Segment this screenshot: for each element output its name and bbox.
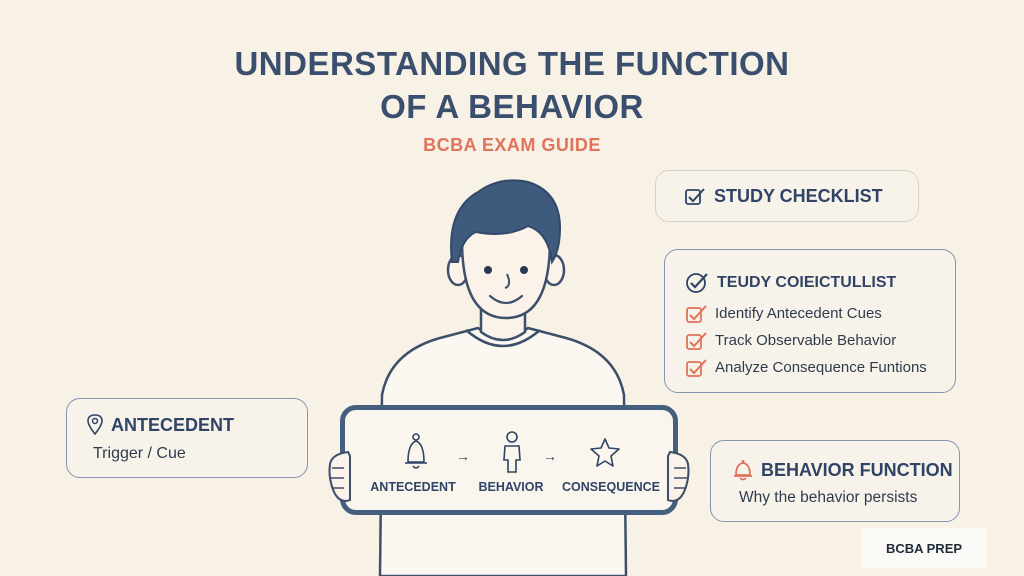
bcba-prep-badge: BCBA PREP [862, 528, 986, 568]
checklist-heading: TEUDY COIEICTULLIST [685, 272, 896, 294]
arrow-icon: → [456, 448, 470, 464]
right-hand [667, 450, 690, 502]
checklist-item-label: Analyze Consequence Funtions [715, 359, 927, 376]
sign-step-behavior: BEHAVIOR [478, 480, 544, 494]
page-title-line-2: OF A BEHAVIOR [380, 88, 644, 125]
antecedent-card: ANTECEDENT Trigger / Cue [66, 398, 308, 478]
checklist-items: Identify Antecedent Cues Track Observabl… [685, 300, 927, 381]
page-title-line-1: UNDERSTANDING THE FUNCTION [234, 45, 790, 82]
bell-icon [734, 460, 752, 481]
page-subtitle: BCBA EXAM GUIDE [423, 135, 601, 155]
behavior-function-text: Why the behavior persists [739, 489, 918, 506]
checklist-item: Identify Antecedent Cues [685, 300, 927, 327]
checklist-item-label: Track Observable Behavior [715, 332, 897, 349]
study-checklist-title: STUDY CHECKLIST [714, 186, 883, 206]
behavior-function-title: BEHAVIOR FUNCTION [761, 459, 953, 480]
study-checklist-card: STUDY CHECKLIST [655, 170, 919, 222]
sign-step-consequence: CONSEQUENCE [562, 480, 660, 494]
person-icon [503, 431, 521, 473]
antecedent-text: Trigger / Cue [93, 445, 186, 462]
checkbox-checked-icon [686, 358, 707, 377]
antecedent-heading: ANTECEDENT [87, 414, 234, 436]
antecedent-title: ANTECEDENT [111, 414, 235, 435]
location-pin-icon [87, 414, 103, 436]
star-icon [590, 438, 620, 467]
checklist-item: Track Observable Behavior [685, 327, 927, 354]
behavior-function-card: BEHAVIOR FUNCTION Why the behavior persi… [710, 440, 960, 522]
study-checklist-heading: STUDY CHECKLIST [684, 186, 883, 207]
checklist-item-label: Identify Antecedent Cues [715, 305, 882, 322]
abc-sign: → → ANTECEDENT BEHAVIOR CONSEQUENCE [340, 405, 678, 515]
checklist-card: TEUDY COIEICTULLIST Identify Antecedent … [664, 249, 956, 393]
behavior-function-heading: BEHAVIOR FUNCTION [733, 459, 953, 481]
checkbox-icon [685, 187, 705, 205]
sign-step-antecedent: ANTECEDENT [370, 480, 456, 494]
bell-icon [405, 433, 427, 469]
checkbox-checked-icon [686, 331, 707, 350]
arrow-icon: → [543, 448, 557, 464]
checkbox-checked-icon [686, 304, 707, 323]
left-hand [328, 450, 351, 502]
check-circle-icon [686, 273, 708, 293]
checklist-item: Analyze Consequence Funtions [685, 354, 927, 381]
checklist-title: TEUDY COIEICTULLIST [717, 274, 897, 291]
